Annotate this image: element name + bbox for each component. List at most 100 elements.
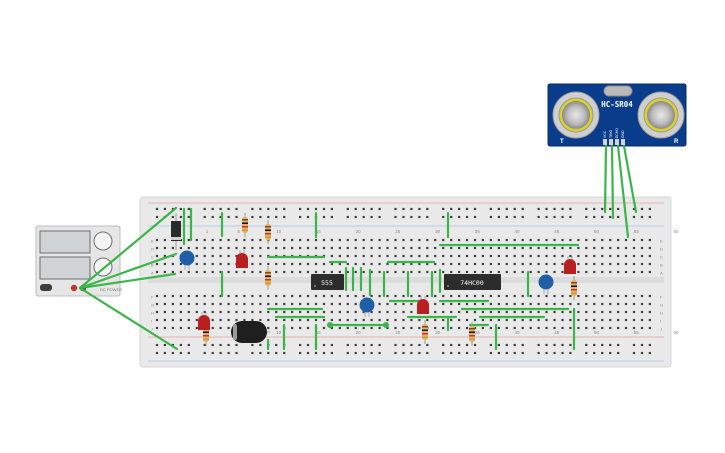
breadboard-hole[interactable] [370, 254, 373, 258]
rail-hole[interactable] [505, 343, 508, 347]
breadboard-hole[interactable] [450, 238, 453, 242]
rail-hole[interactable] [275, 343, 278, 347]
breadboard-hole[interactable] [314, 262, 318, 266]
rail-hole[interactable] [617, 351, 620, 355]
breadboard-hole[interactable] [537, 318, 540, 322]
breadboard-hole[interactable] [609, 246, 612, 250]
breadboard-hole[interactable] [648, 238, 651, 242]
rail-hole[interactable] [410, 351, 413, 355]
breadboard-hole[interactable] [434, 294, 437, 298]
breadboard-hole[interactable] [601, 310, 604, 314]
breadboard-hole[interactable] [394, 262, 397, 266]
breadboard-hole[interactable] [513, 246, 516, 250]
rail-hole[interactable] [402, 351, 405, 355]
ceramic-capacitor[interactable] [179, 250, 195, 271]
breadboard-hole[interactable] [497, 318, 500, 322]
breadboard-hole[interactable] [585, 310, 588, 314]
rail-hole[interactable] [346, 343, 349, 347]
rail-hole[interactable] [275, 215, 278, 219]
rail-hole[interactable] [418, 207, 421, 211]
breadboard-hole[interactable] [593, 326, 596, 330]
breadboard-hole[interactable] [648, 294, 651, 298]
breadboard-hole[interactable] [648, 302, 651, 306]
breadboard-hole[interactable] [577, 310, 580, 314]
breadboard-hole[interactable] [378, 246, 381, 250]
rail-hole[interactable] [370, 351, 373, 355]
breadboard-hole[interactable] [601, 238, 604, 242]
breadboard-hole[interactable] [426, 246, 429, 250]
breadboard-hole[interactable] [489, 262, 492, 266]
breadboard-hole[interactable] [219, 318, 222, 322]
breadboard-hole[interactable] [219, 238, 222, 242]
breadboard-hole[interactable] [410, 294, 413, 298]
rail-hole[interactable] [410, 343, 413, 347]
breadboard-hole[interactable] [386, 302, 389, 306]
breadboard-hole[interactable] [553, 246, 556, 250]
breadboard-hole[interactable] [585, 262, 588, 266]
breadboard-hole[interactable] [648, 326, 651, 330]
breadboard-hole[interactable] [378, 294, 381, 298]
breadboard-hole[interactable] [465, 294, 469, 298]
rail-hole[interactable] [306, 207, 310, 211]
rail-hole[interactable] [458, 207, 461, 211]
breadboard-hole[interactable] [179, 310, 182, 314]
rail-hole[interactable] [521, 215, 524, 219]
breadboard-hole[interactable] [624, 262, 628, 266]
breadboard-hole[interactable] [291, 318, 294, 322]
breadboard-hole[interactable] [227, 262, 230, 266]
breadboard-holes[interactable] [155, 207, 651, 355]
resistor[interactable] [422, 320, 428, 344]
breadboard-hole[interactable] [259, 310, 262, 314]
breadboard-hole[interactable] [314, 318, 318, 322]
breadboard-hole[interactable] [458, 254, 461, 258]
rail-hole[interactable] [179, 351, 182, 355]
rail-hole[interactable] [537, 207, 540, 211]
breadboard-hole[interactable] [211, 270, 214, 274]
breadboard-hole[interactable] [497, 246, 500, 250]
breadboard-hole[interactable] [553, 302, 556, 306]
breadboard-hole[interactable] [473, 262, 477, 266]
breadboard-hole[interactable] [410, 270, 413, 274]
rail-hole[interactable] [418, 351, 421, 355]
breadboard-hole[interactable] [593, 246, 596, 250]
wire-end[interactable] [383, 322, 389, 328]
breadboard-hole[interactable] [386, 238, 389, 242]
rail-hole[interactable] [473, 351, 477, 355]
hc-sr04-sensor[interactable]: HC-SR04 T R VCC TRIG ECHO GND [547, 83, 687, 147]
breadboard-hole[interactable] [330, 270, 333, 274]
breadboard-hole[interactable] [529, 302, 532, 306]
breadboard-hole[interactable] [283, 302, 286, 306]
breadboard-hole[interactable] [299, 270, 302, 274]
breadboard-hole[interactable] [648, 246, 651, 250]
breadboard-hole[interactable] [291, 262, 294, 266]
rail-hole[interactable] [370, 207, 373, 211]
rail-hole[interactable] [283, 207, 286, 211]
breadboard-hole[interactable] [251, 294, 254, 298]
rail-hole[interactable] [553, 207, 556, 211]
rail-hole[interactable] [450, 207, 453, 211]
led-red[interactable] [564, 256, 576, 274]
breadboard-hole[interactable] [346, 302, 349, 306]
breadboard-hole[interactable] [497, 254, 500, 258]
breadboard-hole[interactable] [163, 294, 166, 298]
breadboard-hole[interactable] [561, 254, 564, 258]
rail-hole[interactable] [561, 351, 564, 355]
rail-hole[interactable] [640, 207, 644, 211]
rail-hole[interactable] [601, 207, 604, 211]
resistor[interactable] [469, 322, 475, 346]
breadboard-hole[interactable] [442, 238, 445, 242]
breadboard-hole[interactable] [609, 294, 612, 298]
breadboard-hole[interactable] [219, 254, 222, 258]
breadboard-hole[interactable] [481, 238, 484, 242]
breadboard-hole[interactable] [346, 294, 349, 298]
breadboard-hole[interactable] [521, 238, 524, 242]
rail-hole[interactable] [275, 351, 278, 355]
rail-hole[interactable] [569, 343, 572, 347]
breadboard-hole[interactable] [624, 294, 628, 298]
breadboard-hole[interactable] [283, 246, 286, 250]
breadboard-hole[interactable] [235, 254, 238, 258]
led-red[interactable] [198, 312, 210, 330]
breadboard-hole[interactable] [227, 302, 230, 306]
breadboard-hole[interactable] [545, 238, 548, 242]
breadboard-hole[interactable] [505, 254, 508, 258]
